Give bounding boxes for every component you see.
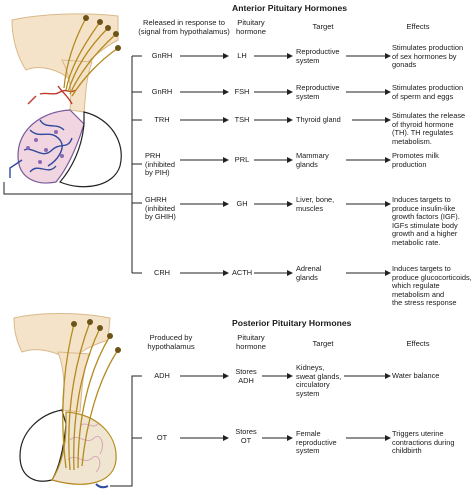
hormone-stores-adh: Stores ADH <box>235 367 257 385</box>
effect-tsh: Stimulates the release of thyroid hormon… <box>392 111 466 146</box>
signal-ot: OT <box>156 433 168 442</box>
anterior-flow-lines <box>3 55 142 274</box>
posterior-arrows <box>180 373 391 441</box>
header-released: Released in response to (signal from hyp… <box>138 18 230 36</box>
hormone-lh: LH <box>237 51 247 60</box>
posterior-title: Posterior Pituitary Hormones <box>232 318 352 328</box>
header-effects: Effects <box>406 22 430 31</box>
vein <box>95 483 109 489</box>
target-adh: Kidneys, sweat glands, circulatory syste… <box>296 363 342 398</box>
neuron-cell-bodies <box>71 319 121 353</box>
anterior-pituitary-illustration <box>9 13 122 188</box>
output-bracket-line <box>3 182 132 195</box>
signal-prh: PRH (inhibited by PIH) <box>145 151 175 178</box>
signal-crh: CRH <box>153 268 170 277</box>
header-pituitary-post: Pituitary hormone <box>236 333 266 351</box>
signal-ghrh: GHRH (inhibited by GHIH) <box>145 195 176 222</box>
posterior-pituitary-illustration <box>13 313 121 489</box>
header-pituitary: Pituitary hormone <box>236 18 266 36</box>
target-fsh: Reproductive system <box>296 83 340 101</box>
anterior-lobe <box>19 409 67 482</box>
target-acth: Adrenal glands <box>296 264 322 282</box>
header-target-post: Target <box>312 339 334 348</box>
target-ot: Female reproductive system <box>296 429 337 456</box>
signal-adh: ADH <box>154 371 170 380</box>
signal-gnrh-2: GnRH <box>151 87 173 96</box>
hormone-gh: GH <box>236 199 248 208</box>
posterior-lobe <box>59 111 122 188</box>
portal-veins <box>9 119 73 178</box>
hormone-stores-ot: Stores OT <box>235 427 257 445</box>
target-tsh: Thyroid gland <box>296 115 341 124</box>
secretory-cells <box>26 130 64 164</box>
anterior-lobe <box>17 109 85 184</box>
hormone-prl: PRL <box>234 155 250 164</box>
effect-gh: Induces targets to produce insulin-like … <box>392 195 460 247</box>
target-gh: Liver, bone, muscles <box>296 195 335 213</box>
posterior-flow-lines <box>110 375 142 487</box>
hormone-tsh: TSH <box>234 115 250 124</box>
anterior-title: Anterior Pituitary Hormones <box>232 3 348 13</box>
signal-gnrh: GnRH <box>151 51 173 60</box>
hormone-acth: ACTH <box>231 268 253 277</box>
header-effects-post: Effects <box>406 339 430 348</box>
anterior-arrows <box>180 53 391 276</box>
signal-trh: TRH <box>154 115 170 124</box>
effect-lh: Stimulates production of sex hormones by… <box>392 43 464 70</box>
header-target: Target <box>312 22 334 31</box>
effect-acth: Induces targets to produce glucocorticoi… <box>392 264 472 308</box>
effect-fsh: Stimulates production of sperm and eggs <box>392 83 464 101</box>
target-lh: Reproductive system <box>296 47 340 65</box>
neuron-cell-bodies <box>83 15 121 51</box>
neuron-axons <box>63 17 119 97</box>
effect-ot: Triggers uterine contractions during chi… <box>392 429 455 456</box>
effect-prl: Promotes milk production <box>392 151 439 169</box>
posterior-bracket-line <box>110 375 142 487</box>
hormone-fsh: FSH <box>234 87 250 96</box>
header-produced: Produced by hypothalamus <box>147 333 195 351</box>
effect-adh: Water balance <box>392 371 440 380</box>
neuron-axons <box>62 321 119 471</box>
target-prl: Mammary glands <box>296 151 329 169</box>
